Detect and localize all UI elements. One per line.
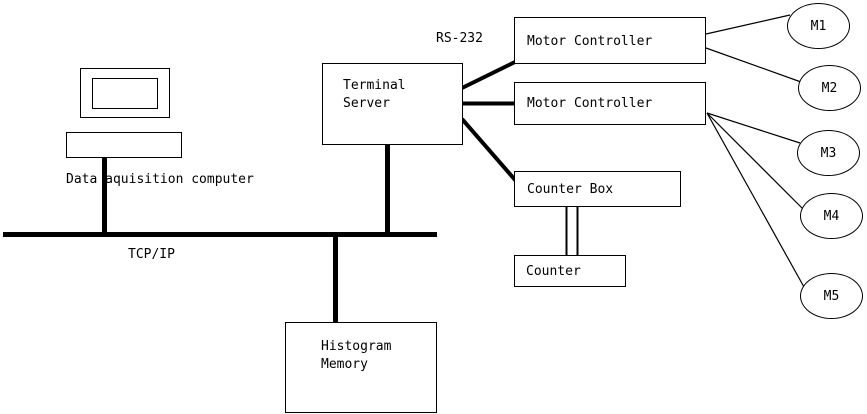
motor-controller-2-node[interactable]: Motor Controller <box>514 82 706 125</box>
motor-controller-1-to-m2-line <box>705 47 802 83</box>
rs232-label: RS-232 <box>436 31 483 46</box>
counter-node[interactable]: Counter <box>514 255 626 287</box>
motor-m2-label: M2 <box>821 80 838 96</box>
motor-m3-node[interactable]: M3 <box>797 130 860 176</box>
motor-m1-label: M1 <box>810 18 827 34</box>
histogram-memory-label-line1: Histogram <box>321 339 392 354</box>
terminal-server-node[interactable]: Terminal Server <box>322 63 463 145</box>
terminal-server-to-counter-box-line <box>460 117 518 183</box>
motor-controller-2-to-m5-line <box>706 112 805 288</box>
terminal-server-to-motor-controller-1-line <box>461 60 516 90</box>
motor-controller-1-to-m1-line <box>705 14 791 35</box>
motor-m3-label: M3 <box>820 145 837 161</box>
motor-controller-2-label: Motor Controller <box>527 96 653 111</box>
computer-base-unit <box>66 132 182 158</box>
computer-monitor-screen <box>92 78 158 109</box>
motor-controller-2-to-m3-line <box>706 112 801 144</box>
histogram-memory-label-line2: Memory <box>321 357 368 372</box>
motor-m2-node[interactable]: M2 <box>798 65 861 111</box>
motor-m4-label: M4 <box>823 208 840 224</box>
motor-m5-node[interactable]: M5 <box>800 273 863 319</box>
motor-controller-1-node[interactable]: Motor Controller <box>514 17 706 64</box>
data-acquisition-computer-label: Data aquisition computer <box>66 172 254 187</box>
motor-controller-1-label: Motor Controller <box>527 34 653 49</box>
motor-m5-label: M5 <box>823 288 840 304</box>
terminal-server-label-line1: Terminal <box>343 78 406 93</box>
counter-box-node[interactable]: Counter Box <box>514 171 681 207</box>
terminal-server-label-line2: Server <box>343 96 390 111</box>
motor-m4-node[interactable]: M4 <box>800 193 863 239</box>
motor-m1-node[interactable]: M1 <box>787 3 850 49</box>
motor-controller-2-to-m4-line <box>706 112 805 211</box>
tcpip-label: TCP/IP <box>128 247 175 262</box>
counter-box-label: Counter Box <box>527 182 614 197</box>
counter-label: Counter <box>526 264 581 279</box>
histogram-memory-node[interactable]: Histogram Memory <box>285 322 437 413</box>
